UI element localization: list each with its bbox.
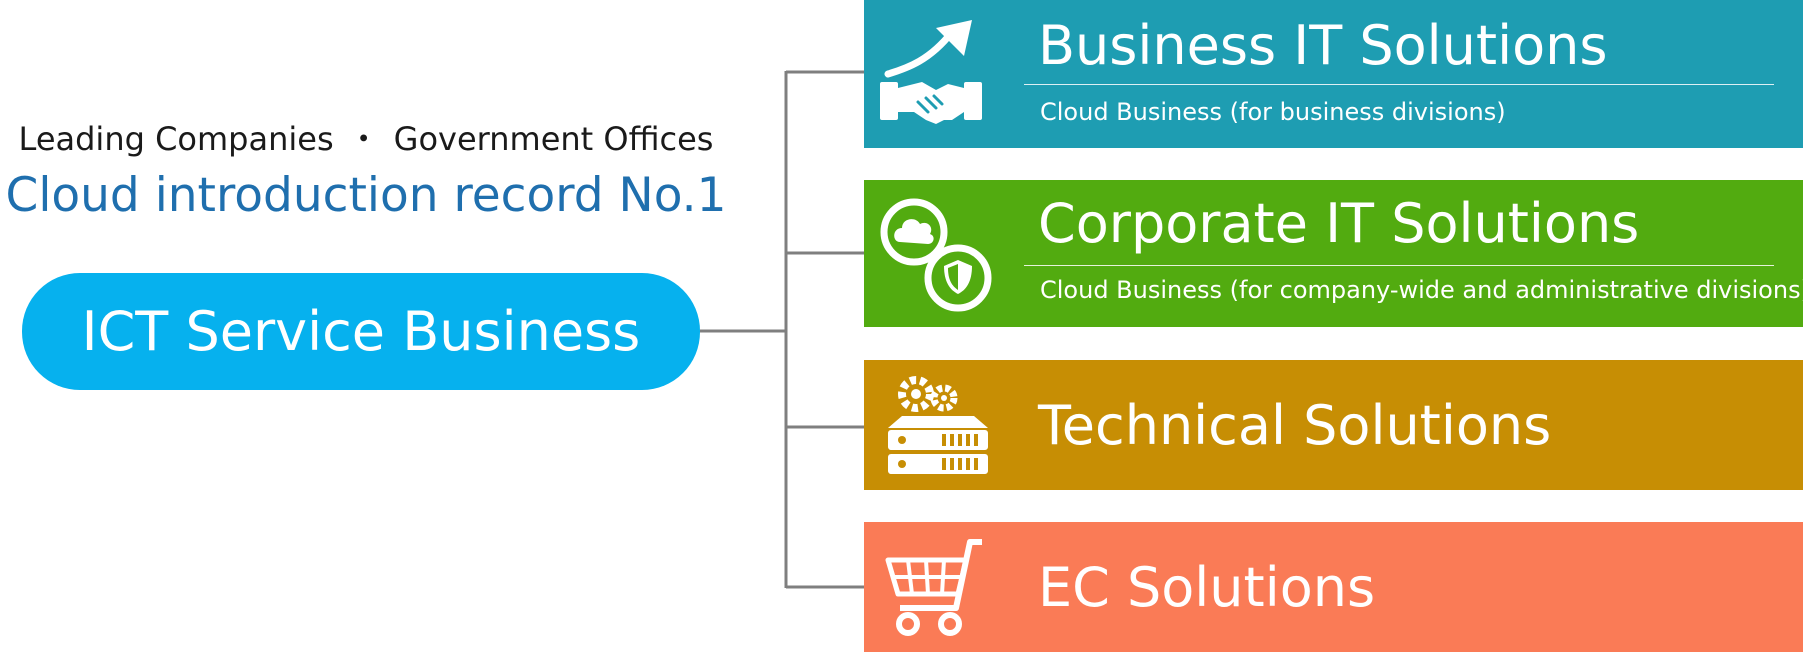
tagline-part-government: Government Offices: [393, 120, 714, 158]
server-gears-icon: [888, 376, 988, 474]
branch-divider: [1024, 84, 1774, 85]
tagline-part-companies: Leading Companies: [18, 120, 334, 158]
cloud-shield-icon: [880, 198, 992, 312]
branch-divider: [1024, 265, 1774, 266]
root-node-pill: ICT Service Business: [22, 273, 700, 390]
branch-card-business-it: Business IT Solutions Cloud Business (fo…: [864, 0, 1803, 148]
handshake-growth-icon: [880, 20, 982, 124]
tagline: Leading Companies ・ Government Offices: [0, 114, 732, 160]
branch-title: Corporate IT Solutions: [1038, 192, 1640, 255]
branch-title: Business IT Solutions: [1038, 14, 1608, 77]
branch-title: EC Solutions: [1038, 556, 1376, 619]
branch-subtitle: Cloud Business (for business divisions): [1040, 98, 1506, 126]
headline: Cloud introduction record No.1: [5, 168, 727, 223]
branch-subtitle: Cloud Business (for company-wide and adm…: [1040, 276, 1803, 304]
branch-card-corporate-it: Corporate IT Solutions Cloud Business (f…: [864, 180, 1803, 327]
branch-card-technical: Technical Solutions: [864, 360, 1803, 490]
branch-card-ec: EC Solutions: [864, 522, 1803, 652]
branch-title: Technical Solutions: [1038, 394, 1552, 457]
root-node-label: ICT Service Business: [81, 300, 641, 363]
shopping-cart-icon: [885, 539, 982, 636]
tagline-separator: ・: [347, 120, 380, 158]
